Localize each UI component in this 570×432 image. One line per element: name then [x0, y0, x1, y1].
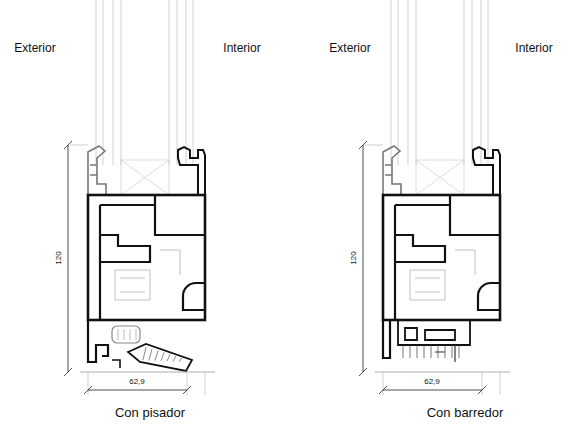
profile-stroke: [472, 0, 473, 165]
profile-stroke: [169, 0, 170, 165]
profile-stroke: [112, 326, 140, 343]
profile-stroke: [416, 160, 464, 195]
dimension-text: 120: [55, 250, 63, 265]
variant-caption: Con barredor: [427, 406, 504, 419]
profile-stroke: [70, 145, 205, 395]
side-label: Interior: [515, 42, 552, 54]
profile-stroke: [375, 372, 510, 373]
profile-stroke: [179, 358, 182, 362]
profile-stroke: [395, 195, 500, 320]
profile-stroke: [464, 0, 465, 165]
profile-stroke: [178, 147, 205, 195]
profile-stroke: [488, 0, 489, 165]
profile-stroke: [64, 0, 215, 395]
profile-stroke: [410, 345, 411, 358]
dimension-text: 62,9: [424, 378, 440, 386]
profile-stroke: [383, 195, 500, 320]
profile-stroke: [424, 345, 425, 358]
profile-stroke: [383, 320, 390, 358]
side-label: Exterior: [14, 42, 55, 54]
profile-stroke: [128, 344, 192, 371]
profile-stroke: [193, 0, 194, 165]
profile-stroke: [100, 195, 205, 320]
profile-stroke: [88, 146, 106, 195]
profile-stroke: [417, 345, 418, 358]
profile-stroke: [88, 320, 108, 362]
profile-stroke: [118, 329, 136, 340]
profile-stroke: [121, 0, 122, 165]
profile-stroke: [416, 0, 417, 165]
profile-stroke: [64, 141, 191, 394]
profile-stroke: [398, 320, 470, 345]
profile-stroke: [115, 250, 180, 300]
dimension-text: 62,9: [129, 378, 145, 386]
profile-stroke: [431, 345, 432, 358]
profile-stroke: [173, 356, 176, 362]
profile-stroke: [391, 0, 392, 165]
profile-stroke: [186, 0, 187, 165]
profile-stroke: [177, 0, 178, 165]
profile-stroke: [435, 345, 455, 362]
profile-stroke: [80, 372, 215, 373]
dimension-text: 120: [350, 250, 358, 265]
profile-stroke: [398, 0, 399, 165]
profile-stroke: [359, 0, 510, 395]
profile-stroke: [459, 345, 460, 358]
profile-stroke: [410, 250, 475, 300]
profile-stroke: [167, 354, 170, 361]
profile-stroke: [121, 160, 169, 195]
profile-stroke: [88, 195, 205, 320]
profile-stroke: [473, 147, 500, 195]
profile-stroke: [452, 345, 453, 358]
profile-stroke: [359, 141, 486, 394]
profile-stroke: [103, 0, 104, 165]
side-label: Exterior: [329, 42, 370, 54]
profile-stroke: [149, 349, 152, 361]
profile-stroke: [403, 345, 404, 358]
profile-stroke: [113, 0, 114, 165]
profile-stroke: [96, 0, 97, 165]
profile-stroke: [155, 351, 158, 361]
profile-stroke: [481, 0, 482, 165]
profile-stroke: [161, 352, 164, 361]
profile-stroke: [408, 0, 409, 165]
profile-stroke: [365, 145, 500, 395]
profile-stroke: [383, 146, 401, 195]
profile-stroke: [143, 347, 146, 360]
side-label: Interior: [223, 42, 260, 54]
variant-caption: Con pisador: [115, 406, 185, 419]
profile-stroke: [112, 360, 120, 368]
